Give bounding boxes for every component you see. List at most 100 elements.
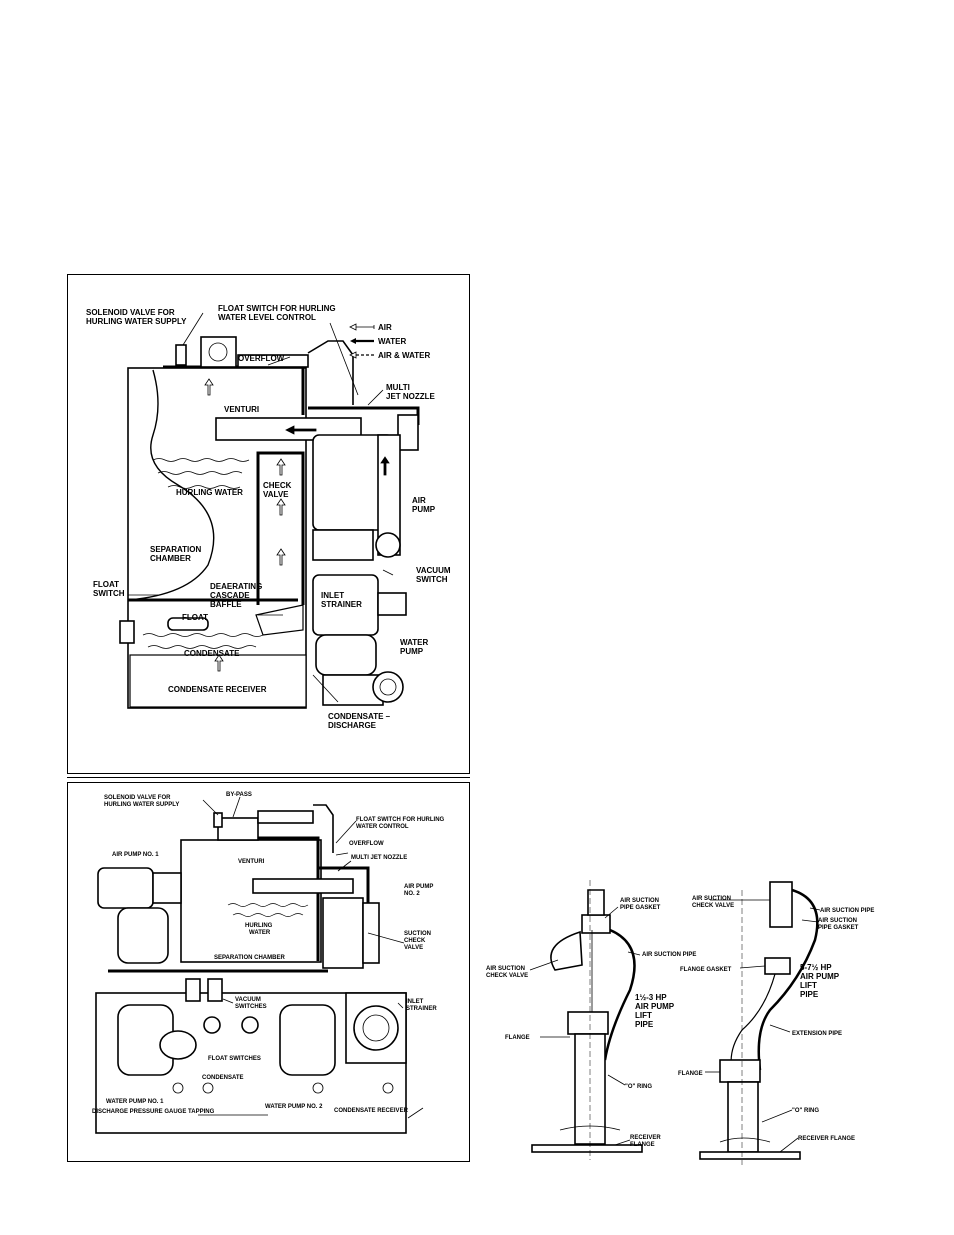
bottom-label-hurling-water-1: HURLING <box>245 923 273 929</box>
bottom-label-float-switch-hurling-2: WATER CONTROL <box>356 824 409 830</box>
left-pipe-cap <box>587 889 605 916</box>
right-label-title-4: PIPE <box>800 990 819 999</box>
bottom-label-inlet-strainer-2: STRAINER <box>406 1006 437 1012</box>
top-label-condensate: CONDENSATE <box>184 649 240 658</box>
left-label-gasket-2: PIPE GASKET <box>620 905 661 911</box>
left-label-title-2: AIR PUMP <box>635 1002 675 1011</box>
left-label-receiver-flange-1: RECEIVER <box>630 1135 661 1141</box>
bottom-air-pump-2-body <box>322 897 364 969</box>
right-pipe-receiver-flange <box>699 1151 801 1160</box>
top-label-deaerating-2: CASCADE <box>210 591 250 600</box>
right-pipe-check-valve <box>769 881 793 928</box>
top-label-deaerating-3: BAFFLE <box>210 600 242 609</box>
top-solenoid-valve-icon <box>175 344 187 366</box>
right-pipe-oring <box>719 1137 771 1143</box>
bottom-label-overflow: OVERFLOW <box>349 841 384 847</box>
top-label-float-switch-hurling-1: FLOAT SWITCH FOR HURLING <box>218 304 336 313</box>
left-label-check-valve-1: AIR SUCTION <box>486 966 525 972</box>
top-float-icon <box>167 617 209 631</box>
bottom-label-suction-check-1: SUCTION <box>404 931 431 937</box>
bottom-gauge-tap-1 <box>172 1082 184 1094</box>
bottom-inlet-box <box>217 817 259 841</box>
lift-pipes-svg: AIR SUCTION PIPE GASKET AIR SUCTION PIPE… <box>486 880 874 1165</box>
right-label-gasket-1: AIR SUCTION <box>818 918 857 924</box>
bottom-water-pump-2 <box>279 1004 336 1076</box>
left-label-title-4: PIPE <box>635 1020 654 1029</box>
bottom-label-condensate: CONDENSATE <box>202 1075 244 1081</box>
top-label-inlet-strainer-2: STRAINER <box>321 600 362 609</box>
left-pipe-check-valve <box>550 930 583 971</box>
top-label-vacuum-switch-1: VACUUM <box>416 566 451 575</box>
bottom-float-ball <box>159 1030 197 1060</box>
bottom-label-hurling-water-2: WATER <box>249 930 271 936</box>
top-legend-air-water: AIR & WATER <box>378 351 431 360</box>
right-label-check-valve-2: CHECK VALVE <box>692 903 734 909</box>
bottom-gauge-tap-4 <box>382 1082 394 1094</box>
bottom-leader-lines <box>198 796 424 1119</box>
right-pipe-flange-gasket <box>764 957 791 975</box>
top-label-water-pump-2: PUMP <box>400 647 424 656</box>
bottom-overflow-riser <box>313 804 334 853</box>
bottom-upper-tank <box>180 839 322 963</box>
bottom-gauge-tap-2 <box>202 1082 214 1094</box>
lift-pipes-leader-lines <box>529 899 821 1153</box>
top-legend-air: AIR <box>378 323 392 332</box>
top-label-float-switch-1: FLOAT <box>93 580 119 589</box>
bottom-inlet-strainer-flange <box>353 1005 399 1051</box>
top-inlet-box <box>200 336 237 368</box>
top-label-hurling-water: HURLING WATER <box>176 488 243 497</box>
top-air-pump-elbow <box>375 532 401 558</box>
bottom-bypass-pipe <box>257 810 314 824</box>
top-label-multi-jet-2: JET NOZZLE <box>386 392 436 401</box>
top-label-check-valve-1: CHECK <box>263 481 292 490</box>
top-overflow-pipe <box>237 354 309 368</box>
top-legend-water: WATER <box>378 337 407 346</box>
bottom-label-venturi: VENTURI <box>238 859 265 865</box>
left-label-flange: FLANGE <box>505 1035 530 1041</box>
left-label-gasket-1: AIR SUCTION <box>620 898 659 904</box>
bottom-label-solenoid-1: SOLENOID VALVE FOR <box>104 795 171 801</box>
bottom-vacuum-switch-1 <box>185 978 201 1002</box>
left-label-receiver-flange-2: FLANGE <box>630 1142 655 1148</box>
bottom-label-by-pass: BY-PASS <box>226 792 252 798</box>
top-label-separation-1: SEPARATION <box>150 545 201 554</box>
bottom-label-multi-jet: MULTI JET NOZZLE <box>351 855 407 861</box>
top-label-solenoid-2: HURLING WATER SUPPLY <box>86 317 187 326</box>
right-lift-pipe <box>699 881 819 1165</box>
top-label-discharge-2: DISCHARGE <box>328 721 377 730</box>
bottom-diagram-svg: SOLENOID VALVE FOR HURLING WATER SUPPLY … <box>92 792 445 1134</box>
bottom-label-solenoid-2: HURLING WATER SUPPLY <box>104 802 179 808</box>
right-pipe-curve-inner <box>730 973 776 1071</box>
top-hurling-water-waves <box>142 458 264 649</box>
bottom-label-water-pump-1: WATER PUMP NO. 1 <box>106 1099 164 1105</box>
top-label-deaerating-1: DEAERATING <box>210 582 262 591</box>
top-cutaway-edge <box>127 369 215 601</box>
bottom-label-inlet-strainer-1: INLET <box>406 999 424 1005</box>
bottom-float-switch-1 <box>203 1016 221 1034</box>
lift-pipes-figure: AIR SUCTION PIPE GASKET AIR SUCTION PIPE… <box>480 860 880 1170</box>
top-label-multi-jet-1: MULTI <box>386 383 410 392</box>
top-deaerating-baffle <box>255 604 304 636</box>
bottom-label-float-switch-hurling-1: FLOAT SWITCH FOR HURLING <box>356 817 445 823</box>
left-label-air-suction-pipe: AIR SUCTION PIPE <box>642 952 696 958</box>
top-nozzle-box <box>397 414 419 451</box>
top-label-discharge-1: CONDENSATE – <box>328 712 391 721</box>
top-overflow-riser <box>307 340 354 405</box>
top-diagram-svg: SOLENOID VALVE FOR HURLING WATER SUPPLY … <box>86 304 451 730</box>
top-strainer-pipe <box>377 592 407 616</box>
bottom-label-discharge-gauge: DISCHARGE PRESSURE GAUGE TAPPING <box>92 1109 215 1115</box>
bottom-diagram-panel: SOLENOID VALVE FOR HURLING WATER SUPPLY … <box>67 782 470 1162</box>
top-label-water-pump-1: WATER <box>400 638 429 647</box>
left-lift-pipe <box>531 880 643 1160</box>
bottom-nozzle-pipe <box>318 866 370 903</box>
top-legend-arrows <box>349 323 375 359</box>
top-label-air-pump-1: AIR <box>412 496 426 505</box>
bottom-air-pump-1-motor <box>97 867 154 909</box>
top-water-pump-body <box>315 634 377 676</box>
left-pipe-curve-outer <box>603 928 636 1061</box>
top-label-overflow: OVERFLOW <box>238 354 285 363</box>
bottom-venturi-tube <box>252 878 354 894</box>
top-label-solenoid-1: SOLENOID VALVE FOR <box>86 308 175 317</box>
left-pipe-flange <box>567 1011 609 1035</box>
top-label-float: FLOAT <box>182 613 208 622</box>
